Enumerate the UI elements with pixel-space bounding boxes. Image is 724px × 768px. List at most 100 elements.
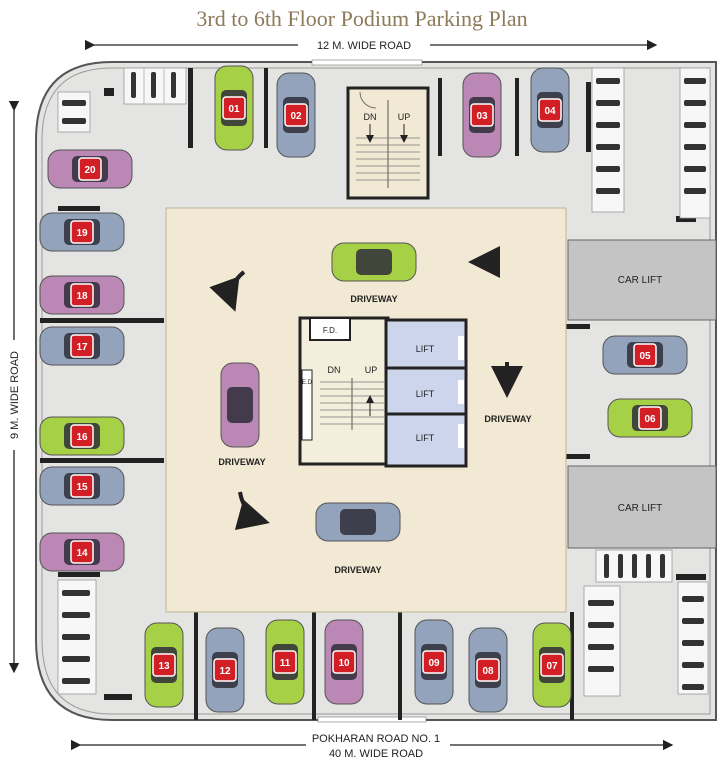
slot-number: 10	[338, 658, 350, 669]
bike-rack-left-bottom	[57, 579, 97, 695]
driveway-label-right: DRIVEWAY	[484, 414, 531, 424]
lift-1-label: LIFT	[416, 344, 435, 354]
slot-number: 16	[76, 432, 88, 443]
parking-slot-14: 14	[39, 532, 125, 572]
slot-badge	[476, 658, 500, 682]
bike-rack-top-left	[123, 67, 187, 105]
driveway-car-3	[315, 502, 401, 542]
slot-badge	[540, 653, 564, 677]
plan-title: 3rd to 6th Floor Podium Parking Plan	[196, 6, 527, 31]
slot-number: 02	[290, 111, 302, 122]
slot-number: 09	[428, 658, 440, 669]
slot-badge	[70, 220, 94, 244]
slot-badge	[633, 343, 657, 367]
car-lift-top-label: CAR LIFT	[618, 275, 662, 286]
parking-slot-10: 10	[324, 619, 364, 705]
central-stair-dn-label: DN	[328, 365, 341, 375]
slot-number: 18	[76, 291, 88, 302]
slot-number: 13	[158, 661, 170, 672]
slot-number: 14	[76, 548, 88, 559]
driveway-label-left: DRIVEWAY	[218, 457, 265, 467]
slot-number: 20	[84, 165, 96, 176]
lift-2-label: LIFT	[416, 389, 435, 399]
slot-number: 08	[482, 666, 494, 677]
slot-number: 12	[219, 666, 231, 677]
top-stair-dn-label: DN	[364, 112, 377, 122]
driveway-cars	[220, 242, 417, 542]
car-lift-top	[567, 239, 717, 321]
slot-number: 17	[76, 342, 88, 353]
parking-slot-13: 13	[144, 622, 184, 708]
fd-label: F.D.	[323, 326, 337, 335]
bottom-road-label-1: POKHARAN ROAD NO. 1	[312, 733, 440, 745]
slot-badge	[152, 653, 176, 677]
parking-slot-05: 05	[602, 335, 688, 375]
parking-slot-01: 01	[214, 65, 254, 151]
car-lift-bottom-label: CAR LIFT	[618, 503, 662, 514]
parking-slot-12: 12	[205, 627, 245, 713]
slot-badge	[78, 157, 102, 181]
parking-slot-07: 07	[532, 622, 572, 708]
parking-slots: 01 02 03 04 05 06 07 08 09 10 11 12 13 14 15 16 17 18 19 20	[39, 65, 693, 713]
bottom-road-label-bg	[306, 731, 450, 761]
slot-number: 11	[280, 658, 291, 669]
top-road-label: 12 M. WIDE ROAD	[317, 40, 411, 52]
parking-slot-15: 15	[39, 466, 125, 506]
slot-number: 19	[76, 228, 88, 239]
parking-slot-11: 11	[265, 619, 305, 705]
parking-slot-09: 09	[414, 619, 454, 705]
slot-badge	[332, 650, 356, 674]
car-lift-bottom	[567, 465, 717, 549]
driveway-car-1	[331, 242, 417, 282]
slot-number: 06	[644, 414, 656, 425]
building-inner-outline	[41, 67, 711, 715]
bike-rack-right-bottom	[583, 549, 709, 697]
slot-badge	[70, 474, 94, 498]
parking-slot-06: 06	[607, 398, 693, 438]
slot-badge	[470, 103, 494, 127]
bottom-entry-gap	[317, 716, 427, 723]
parking-slot-17: 17	[39, 326, 125, 366]
top-entry-gap	[311, 59, 423, 66]
traffic-direction-arrows	[209, 246, 523, 531]
slot-number: 15	[76, 482, 88, 493]
slot-badge	[222, 96, 246, 120]
parking-slot-18: 18	[39, 275, 125, 315]
left-road-label: 9 M. WIDE ROAD	[9, 351, 21, 439]
driveway-car-2	[220, 362, 260, 448]
parking-slot-02: 02	[276, 72, 316, 158]
bike-rack-top-left-corner	[57, 91, 91, 133]
bottom-road-label-2: 40 M. WIDE ROAD	[329, 748, 423, 760]
slot-number: 04	[544, 106, 556, 117]
parking-slot-19: 19	[39, 212, 125, 252]
top-staircase	[346, 86, 430, 200]
parking-slot-08: 08	[468, 627, 508, 713]
central-staircase	[298, 316, 390, 466]
slot-number: 05	[639, 351, 651, 362]
parking-slot-20: 20	[47, 149, 133, 189]
slot-badge	[273, 650, 297, 674]
ed-label: E.D	[302, 380, 313, 386]
slot-badge	[213, 658, 237, 682]
slot-number: 01	[228, 104, 240, 115]
slot-number: 07	[546, 661, 558, 672]
lift-3-label: LIFT	[416, 433, 435, 443]
lift-block	[384, 318, 468, 468]
slot-number: 03	[476, 111, 488, 122]
slot-badge	[538, 98, 562, 122]
slot-badge	[638, 406, 662, 430]
top-road-label-bg	[298, 38, 430, 52]
top-stair-up-label: UP	[398, 112, 411, 122]
arrow-curve-bottom-left	[234, 491, 270, 531]
slot-badge	[70, 424, 94, 448]
slot-badge	[284, 103, 308, 127]
parking-slot-03: 03	[462, 72, 502, 158]
slot-badge	[70, 283, 94, 307]
left-road-label-bg	[6, 340, 22, 450]
parking-slot-04: 04	[530, 67, 570, 153]
parking-slot-16: 16	[39, 416, 125, 456]
slot-badge	[70, 334, 94, 358]
arrow-curve-top-left	[209, 270, 246, 312]
structural-walls	[40, 68, 706, 720]
